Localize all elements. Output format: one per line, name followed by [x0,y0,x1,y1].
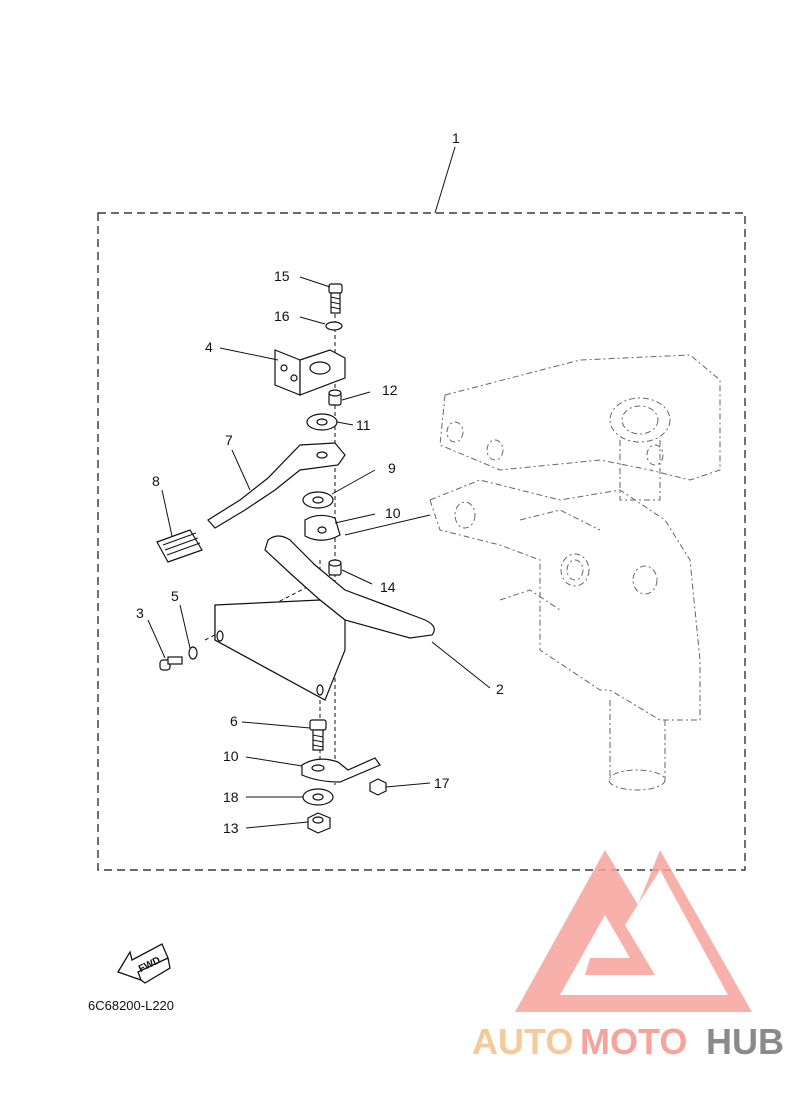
part-18-washer [302,788,334,806]
kit-boundary [97,212,746,871]
callout-11: 11 [356,417,371,433]
watermark-logo-icon [515,850,752,1012]
brand-moto: MOTO [580,1021,687,1062]
callout-9: 9 [388,460,396,476]
callout-10-upper: 10 [385,505,401,521]
callout-17: 17 [434,775,450,791]
part-9-washer [302,491,334,509]
brand-auto: AUTO [472,1021,573,1062]
callout-10-lower: 10 [223,748,239,764]
callout-1: 1 [452,130,460,146]
callout-18: 18 [223,789,239,805]
reference-code: 6C68200-L220 [88,998,174,1013]
callout-14: 14 [380,579,396,595]
part-5-washer [188,646,198,660]
leader-lines [147,146,491,829]
part-4-bracket [274,349,346,396]
watermark-brand: AUTO MOTO HUB [472,1021,784,1062]
part-3-screw [159,656,183,671]
part-12-collar [328,389,342,406]
callout-6: 6 [230,713,238,729]
callout-16: 16 [274,308,290,324]
fwd-arrow-icon: FWD [117,943,171,984]
callout-7: 7 [225,432,233,448]
engine-mount-ghost [429,354,721,791]
part-10-plate-lower [301,757,381,783]
part-11-washer [306,413,338,431]
callout-3: 3 [136,605,144,621]
part-8-grip [156,529,203,563]
part-14-collar [328,559,342,576]
part-10-plate-upper [304,514,341,541]
part-13-nut [307,812,331,834]
callout-5: 5 [171,588,179,604]
part-6-bolt [309,719,327,751]
callout-2: 2 [496,681,504,697]
part-7-lever [207,442,346,529]
brand-hub: HUB [706,1021,784,1062]
part-16-washer [325,321,343,331]
callout-4: 4 [205,339,213,355]
part-17-nut [369,778,387,796]
part-15-bolt [328,283,343,314]
callout-13: 13 [223,820,239,836]
part-2-main-bracket [214,535,435,701]
callout-15: 15 [274,268,290,284]
callout-12: 12 [382,382,398,398]
callout-8: 8 [152,473,160,489]
